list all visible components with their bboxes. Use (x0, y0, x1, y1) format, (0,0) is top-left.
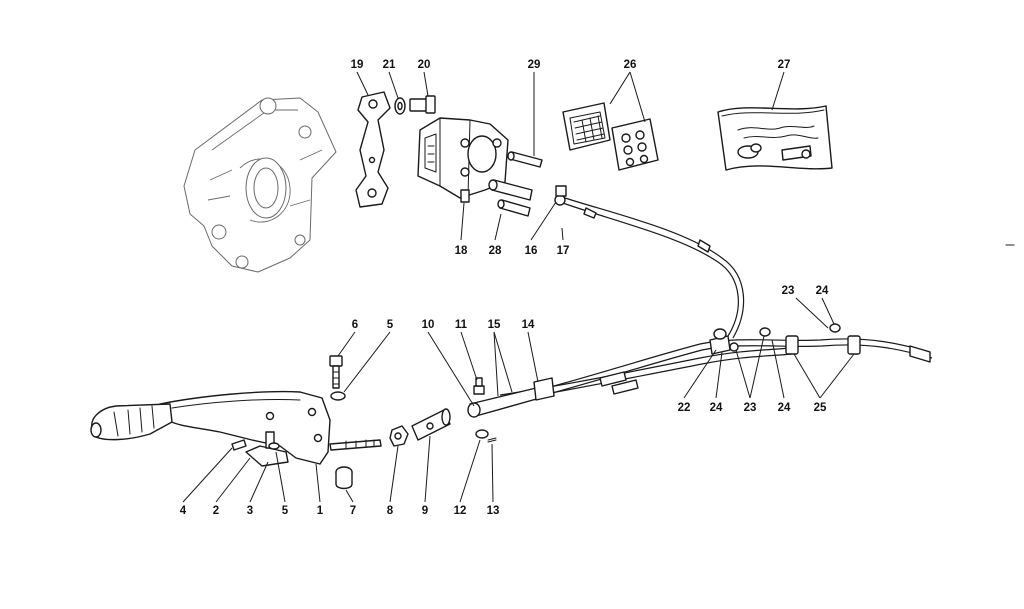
callout-29: 28 (489, 245, 502, 257)
handbrake-grip (90, 403, 173, 441)
callout-9: 9 (422, 505, 428, 517)
clevis (411, 408, 451, 441)
callout-3: 4 (180, 505, 187, 517)
callout-24-top: 24 (816, 285, 829, 297)
callout-12: 12 (454, 505, 467, 517)
callout-19: 19 (351, 59, 364, 71)
lever-washer (330, 391, 346, 401)
washer (394, 97, 406, 115)
callout-14: 14 (522, 319, 535, 331)
callout-24-mid: 24 (710, 402, 723, 414)
callout-11: 11 (455, 319, 468, 331)
repair-kit-bag (717, 105, 833, 171)
callouts: 19 21 20 29 26 27 18 28 16 17 6 5 10 11 … (180, 59, 829, 517)
callout-20: 20 (418, 59, 431, 71)
brake-pad-front (562, 102, 611, 151)
callout-23-top: 23 (782, 285, 795, 297)
callout-25: 25 (814, 402, 827, 414)
caliper-pin (507, 151, 543, 168)
callout-15: 15 (488, 319, 501, 331)
callout-2: 2 (213, 505, 219, 517)
cable-front (554, 185, 745, 339)
cable-clamp (729, 323, 861, 355)
callout-16: 16 (525, 245, 538, 257)
callout-1: 1 (317, 505, 324, 517)
brake-caliper (417, 117, 509, 203)
hub-carrier (183, 97, 337, 273)
brake-pad-back (611, 118, 659, 171)
callout-10: 10 (422, 319, 435, 331)
callout-5-top: 5 (387, 319, 394, 331)
cotter-pin (487, 437, 497, 443)
pivot-bushing (335, 466, 353, 490)
callout-21: 21 (383, 59, 396, 71)
callout-7: 7 (350, 505, 356, 517)
callout-23-mid: 23 (744, 402, 757, 414)
caliper-bracket (355, 91, 391, 208)
callout-22: 22 (678, 402, 691, 414)
callout-28: 29 (528, 59, 541, 71)
callout-13: 13 (487, 505, 500, 517)
callout-27: 27 (778, 59, 791, 71)
callout-18: 18 (455, 245, 468, 257)
mount-screw (231, 439, 247, 451)
cable-rear (499, 328, 933, 403)
callout-24-right: 24 (778, 402, 791, 414)
guide-pin (488, 179, 533, 217)
bolt (409, 95, 436, 114)
lever-bolt (329, 355, 343, 389)
callout-17: 17 (557, 245, 570, 257)
callout-5-bottom: 5 (282, 505, 289, 517)
nut (389, 425, 409, 447)
handbrake-lever (159, 390, 382, 465)
callout-8: 8 (387, 505, 394, 517)
callout-4: 3 (247, 505, 253, 517)
callout-6: 6 (352, 319, 358, 331)
washer-small (475, 429, 489, 439)
equalizer (467, 377, 555, 418)
callout-26: 26 (624, 59, 637, 71)
leader-lines (182, 71, 855, 503)
